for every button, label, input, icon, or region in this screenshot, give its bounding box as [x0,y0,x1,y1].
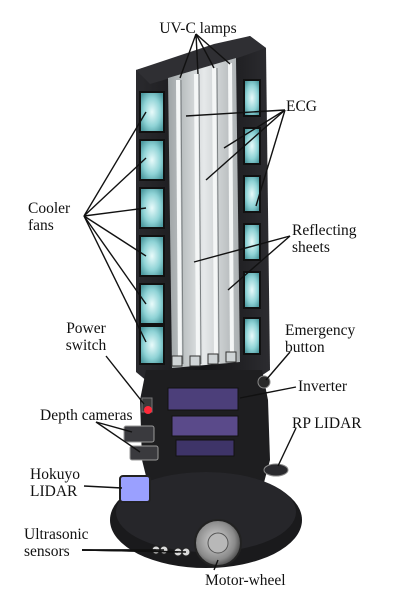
label-hokuyo-lidar: Hokuyo LIDAR [30,466,80,500]
label-inverter: Inverter [298,378,348,395]
label-cooler-fans: Cooler fans [28,200,71,234]
cooler-fans-left [139,91,165,365]
label-motor-wheel: Motor-wheel [205,572,286,589]
label-depth-cameras: Depth cameras [40,407,133,424]
rp-lidar [263,463,289,477]
cooler-fans-right [243,79,261,355]
label-reflecting-sheets: Reflecting sheets [292,222,357,256]
label-power-switch: Power switch [65,320,107,354]
label-ecg: ECG [286,98,317,115]
uvc-lamp-tubes [176,62,234,365]
tower-top [136,36,266,84]
inverter [167,387,239,457]
label-uvc-lamps: UV-C lamps [159,20,237,37]
lamp-sockets [171,351,237,367]
label-emergency-button: Emergency button [285,322,356,356]
label-rp-lidar: RP LIDAR [292,415,362,432]
label-ultrasonic-sensors: Ultrasonic sensors [24,526,89,560]
depth-camera-light [144,406,152,414]
leader-lines [81,33,297,571]
hokuyo-lidar [119,475,151,503]
depth-camera-1 [123,425,155,443]
lamp-chamber [168,58,240,368]
